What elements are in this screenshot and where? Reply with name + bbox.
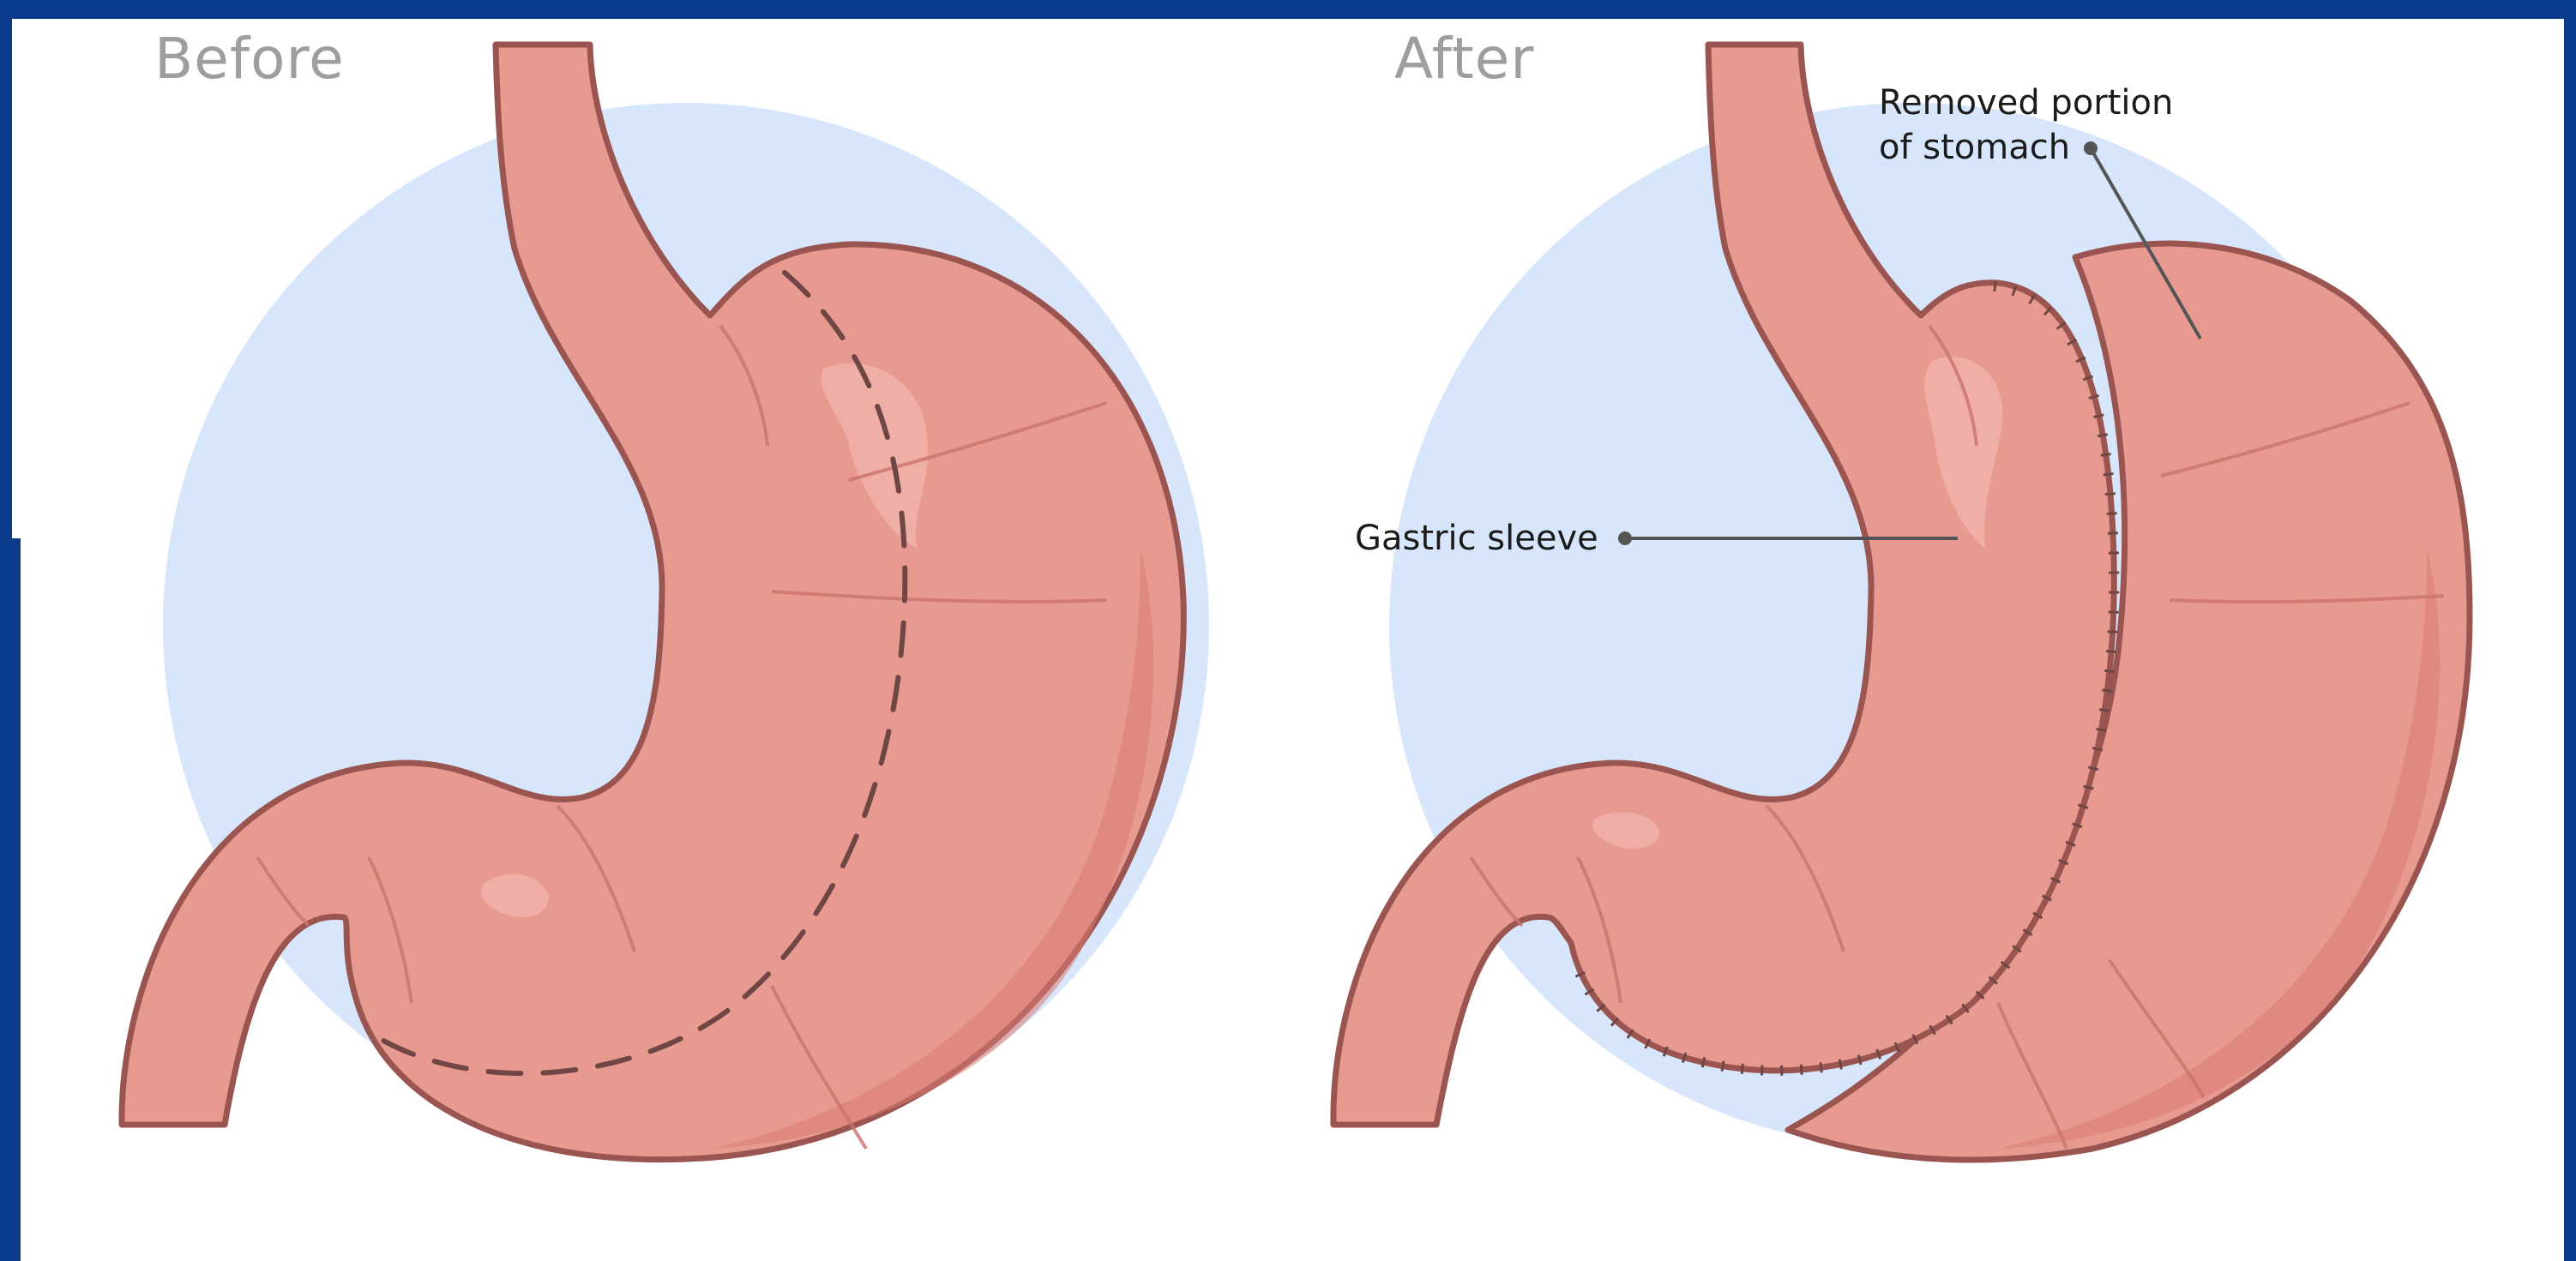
before-heading: Before bbox=[154, 26, 345, 92]
gastric-sleeve-label: Gastric sleeve bbox=[1355, 516, 1598, 561]
removed-portion-label: Removed portion of stomach bbox=[1879, 81, 2173, 170]
sleeve-leader-dot bbox=[1618, 531, 1632, 545]
after-heading: After bbox=[1394, 26, 1535, 92]
